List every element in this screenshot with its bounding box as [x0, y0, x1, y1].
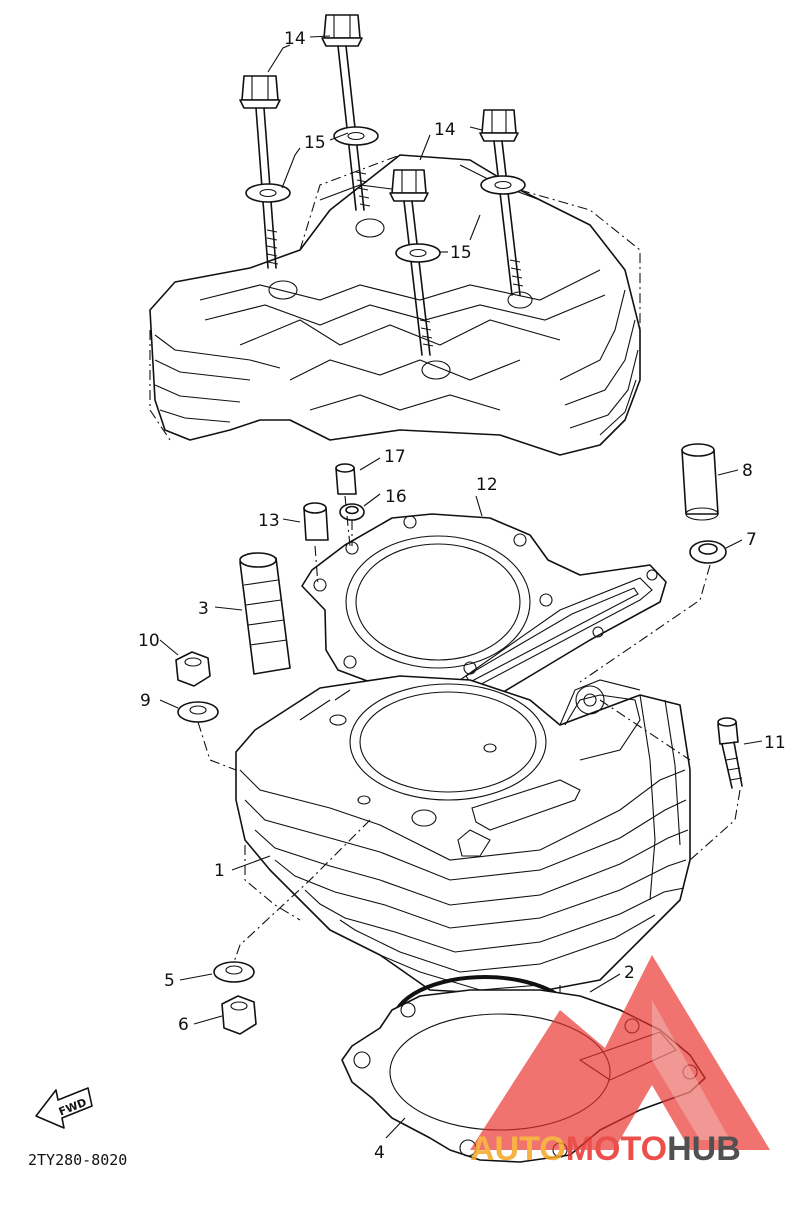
callout-labels: 14 15 14 15 17 16 12 13 8 7 3 10 9 11 1 …	[138, 29, 786, 1163]
o-ring-7	[689, 540, 727, 564]
callout-10: 10	[138, 631, 160, 651]
washer-9	[177, 701, 219, 723]
fwd-arrow-icon: FWD	[35, 1087, 93, 1129]
stud-bolt-center	[321, 14, 379, 211]
callout-4: 4	[374, 1143, 385, 1163]
guide-3	[239, 552, 291, 675]
head-gasket-12	[301, 513, 667, 726]
dowel-pin-17	[335, 463, 357, 495]
callout-6: 6	[178, 1015, 189, 1035]
callout-7: 7	[746, 530, 757, 550]
washer-5	[213, 961, 255, 983]
callout-3: 3	[198, 599, 209, 619]
callout-8: 8	[742, 461, 753, 481]
stud-bolt-front	[389, 169, 441, 356]
dowel-pin-13	[303, 502, 329, 541]
callout-15a: 15	[304, 133, 326, 153]
nut-10	[175, 651, 211, 687]
callout-14a: 14	[284, 29, 306, 49]
callout-11: 11	[764, 733, 786, 753]
watermark-logo: AUTOMOTOHUB	[470, 955, 770, 1168]
bolt-11	[717, 717, 743, 789]
svg-text:AUTOMOTOHUB: AUTOMOTOHUB	[470, 1130, 741, 1168]
callout-5: 5	[164, 971, 175, 991]
dowel-pin-8	[681, 443, 719, 521]
callout-13: 13	[258, 511, 280, 531]
cylinder-block-1	[235, 675, 691, 1016]
cylinder-head	[149, 154, 641, 456]
callout-14b: 14	[434, 120, 456, 140]
leader-lines	[159, 35, 763, 1139]
watermark-moto: MOTO	[566, 1130, 667, 1168]
watermark-auto: AUTO	[470, 1130, 566, 1168]
stud-bolt-left	[239, 75, 291, 269]
callout-16: 16	[385, 487, 407, 507]
watermark-hub: HUB	[667, 1130, 741, 1168]
callout-12: 12	[476, 475, 498, 495]
diagram-code: 2TY280-8020	[28, 1151, 127, 1169]
callout-1: 1	[214, 861, 225, 881]
stud-bolt-right	[479, 109, 526, 296]
callout-15b: 15	[450, 243, 472, 263]
callout-9: 9	[140, 691, 151, 711]
o-ring-16	[339, 503, 365, 521]
callout-2: 2	[624, 963, 635, 983]
nut-6	[221, 995, 257, 1035]
callout-17: 17	[384, 447, 406, 467]
